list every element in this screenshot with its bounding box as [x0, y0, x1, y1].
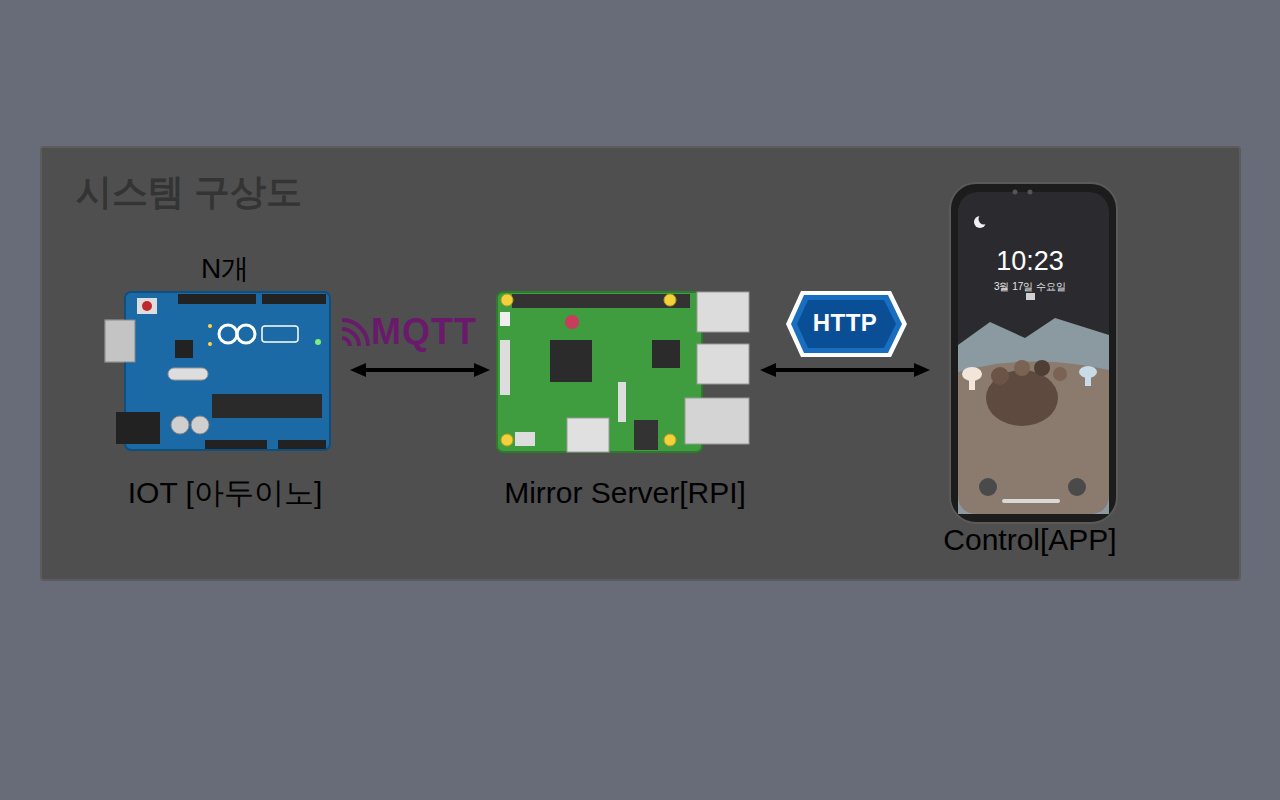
- mqtt-icon-part: [342, 329, 359, 346]
- arduino-board-part: [171, 416, 189, 434]
- http-badge-part: [786, 291, 907, 357]
- arduino-board-part: [175, 340, 193, 358]
- http-badge-part: [791, 295, 902, 353]
- arduino-board-part: [208, 324, 212, 328]
- text-slot: 10:23: [930, 245, 1130, 277]
- arduino-board-part: [315, 339, 321, 345]
- phone-part: [958, 361, 1109, 514]
- phone-part: [991, 367, 1009, 385]
- phone-part: [979, 214, 990, 225]
- panel: [41, 147, 1240, 580]
- http-badge-part: [797, 300, 896, 348]
- text-slot: 3월 17일 수요일: [930, 276, 1130, 294]
- rpi-board-part: [664, 294, 676, 306]
- arduino-board-part: [262, 294, 326, 304]
- rpi-board-part: [500, 340, 510, 395]
- rpi-board: [497, 292, 749, 452]
- double-arrow: [360, 368, 480, 372]
- arduino-board-part: [205, 440, 267, 449]
- phone-part: [969, 378, 975, 390]
- app-node: 10:23 3월 17일 수요일 Control[APP]: [930, 180, 1130, 560]
- rpi-board-part: [515, 432, 535, 446]
- double-arrow: [770, 368, 920, 372]
- arduino-board-part: [208, 342, 212, 346]
- mqtt-icon-part: [342, 338, 350, 346]
- rpi-board-part: [550, 340, 592, 382]
- text-slot: IOT [아두이노]: [100, 475, 350, 511]
- arduino-board-part: [105, 320, 135, 362]
- phone-part: [1014, 360, 1030, 376]
- rpi-board-part: [501, 434, 513, 446]
- node-label: Control[APP]: [943, 522, 1116, 558]
- phone-part: [1034, 360, 1050, 376]
- rpi-board-part: [634, 420, 658, 450]
- arduino-board-part: [237, 325, 255, 343]
- phone-part: [958, 318, 1109, 514]
- node-label: Mirror Server[RPI]: [504, 475, 746, 511]
- arduino-node: N개 IOT [아두이노]: [100, 248, 350, 523]
- arduino-board-part: [262, 326, 298, 342]
- rpi-board-part: [685, 398, 749, 444]
- text-slot: N개: [100, 252, 350, 286]
- mqtt-icon-part: [342, 320, 368, 346]
- phone: [950, 183, 1117, 523]
- rpi-board-part: [697, 292, 749, 332]
- arduino-board-part: [137, 298, 157, 314]
- phone-part: [1026, 293, 1035, 300]
- text-slot: Control[APP]: [930, 522, 1130, 558]
- rpi-board-part: [565, 315, 579, 329]
- server-node: Mirror Server[RPI]: [490, 280, 760, 525]
- phone-part: [950, 183, 1117, 523]
- rpi-board-part: [652, 340, 680, 368]
- title-slot: 시스템 구상도: [76, 170, 302, 213]
- arduino-board-part: [278, 440, 326, 449]
- protocol-logo: MQTT: [371, 310, 477, 353]
- arduino-board-part: [191, 416, 209, 434]
- mqtt-icon: [342, 320, 368, 346]
- arduino-board-part: [168, 368, 208, 380]
- phone-part: [979, 478, 997, 496]
- text-slot: Mirror Server[RPI]: [490, 475, 760, 511]
- edge-label-slot: HTTP: [745, 309, 945, 338]
- node-label: 3월 17일 수요일: [994, 281, 1066, 293]
- arduino-board-part: [178, 294, 256, 304]
- arduino-board: [105, 292, 330, 450]
- protocol-badge: HTTP: [813, 309, 878, 338]
- phone-part: [1085, 376, 1091, 386]
- http-badge: [786, 291, 907, 357]
- rpi-board-part: [567, 418, 609, 452]
- phone-part: [1028, 190, 1033, 195]
- rpi-board-part: [664, 434, 676, 446]
- node-label: N개: [201, 252, 249, 286]
- diagram-title: 시스템 구상도: [76, 170, 302, 213]
- phone-part: [1013, 190, 1018, 195]
- arduino-board-part: [219, 325, 237, 343]
- arduino-board-part: [116, 412, 160, 444]
- rpi-board-part: [512, 294, 690, 308]
- panel-part: [41, 147, 1240, 580]
- arduino-board-part: [212, 394, 322, 418]
- node-label: IOT [아두이노]: [128, 475, 322, 511]
- arduino-board-part: [142, 301, 152, 311]
- rpi-board-part: [697, 344, 749, 384]
- phone-part: [958, 192, 1109, 514]
- phone-part: [1053, 367, 1067, 381]
- phone-part: [1068, 478, 1086, 496]
- rpi-board-part: [501, 294, 513, 306]
- rpi-board-part: [618, 382, 626, 422]
- edge-label-slot: MQTT: [371, 310, 477, 353]
- phone-part: [1002, 499, 1060, 503]
- rpi-board-part: [500, 312, 510, 326]
- rpi-board-part: [497, 292, 702, 452]
- node-label: 10:23: [996, 245, 1064, 277]
